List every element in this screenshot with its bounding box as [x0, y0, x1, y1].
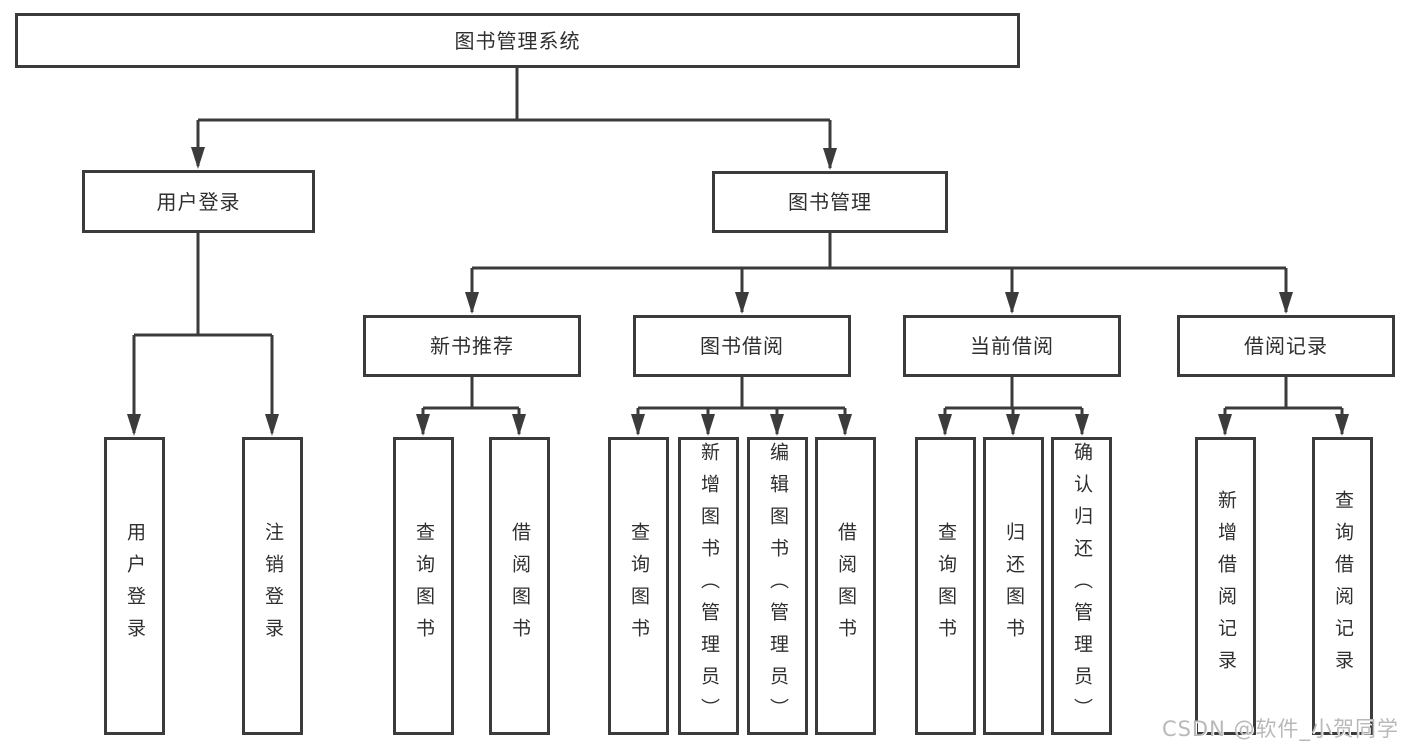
leaf-query-books-recommend: 查询图书 — [393, 437, 454, 735]
leaf-query-books-borrow: 查询图书 — [608, 437, 669, 735]
leaf-logout: 注销登录 — [242, 437, 303, 735]
node-book-management: 图书管理 — [712, 171, 948, 233]
leaf-return-books: 归还图书 — [983, 437, 1044, 735]
node-current-borrowing: 当前借阅 — [903, 315, 1121, 377]
csdn-watermark: CSDN @软件_小贺同学 — [1161, 717, 1399, 741]
leaf-confirm-return-admin: 确认归还（管理员） — [1051, 437, 1112, 735]
leaf-query-borrow-record: 查询借阅记录 — [1312, 437, 1373, 735]
node-new-book-recommendation: 新书推荐 — [363, 315, 581, 377]
leaf-borrow-books-recommend: 借阅图书 — [489, 437, 550, 735]
node-book-borrowing: 图书借阅 — [633, 315, 851, 377]
leaf-add-borrow-record: 新增借阅记录 — [1195, 437, 1256, 735]
leaf-add-books-admin: 新增图书（管理员） — [678, 437, 739, 735]
node-user-login: 用户登录 — [82, 170, 315, 233]
leaf-user-login: 用户登录 — [104, 437, 165, 735]
node-borrowing-records: 借阅记录 — [1177, 315, 1395, 377]
arrowheads — [127, 147, 1349, 436]
leaf-borrow-books: 借阅图书 — [815, 437, 876, 735]
leaf-edit-books-admin: 编辑图书（管理员） — [747, 437, 808, 735]
node-library-management-system: 图书管理系统 — [15, 13, 1020, 68]
leaf-query-books-current: 查询图书 — [915, 437, 976, 735]
